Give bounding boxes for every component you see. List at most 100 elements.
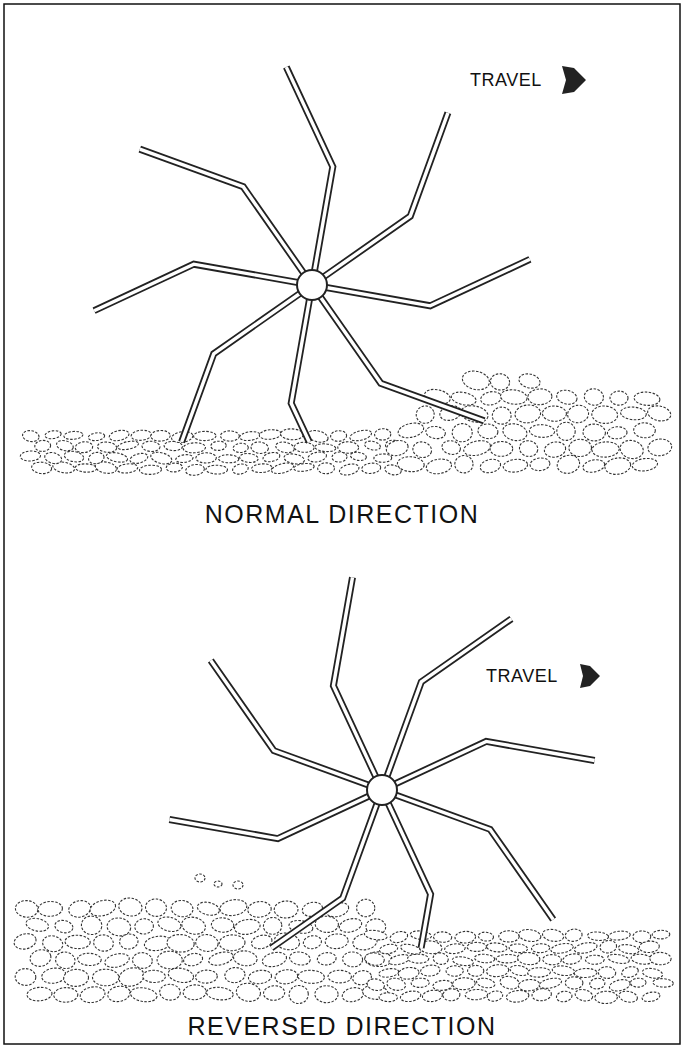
stone xyxy=(214,881,222,887)
stone xyxy=(129,986,157,1003)
stone xyxy=(332,452,348,463)
stone xyxy=(608,978,631,993)
stone xyxy=(318,463,335,474)
tine xyxy=(382,790,553,919)
stone xyxy=(574,988,594,1003)
stone xyxy=(15,900,39,918)
stone xyxy=(63,969,89,987)
stone xyxy=(599,939,617,954)
stone xyxy=(15,968,36,986)
stone xyxy=(27,986,53,1001)
stone xyxy=(389,930,409,945)
stone xyxy=(325,933,349,949)
stone xyxy=(259,429,282,440)
stone xyxy=(92,969,119,986)
stone xyxy=(411,978,429,988)
tine xyxy=(382,790,553,919)
stone xyxy=(474,954,495,964)
tine xyxy=(169,790,382,839)
stone xyxy=(378,967,399,978)
stone xyxy=(341,986,365,1004)
stone xyxy=(233,881,243,889)
stone xyxy=(38,901,63,917)
stone xyxy=(422,989,443,1003)
stone xyxy=(517,952,540,966)
stone xyxy=(248,969,273,985)
stone xyxy=(289,951,312,967)
stone xyxy=(518,439,539,458)
stone xyxy=(543,440,567,459)
stone xyxy=(478,931,494,941)
stone xyxy=(80,915,103,936)
stone xyxy=(275,440,295,454)
stone xyxy=(232,463,250,476)
stone xyxy=(486,964,509,978)
tine xyxy=(382,790,431,948)
stone xyxy=(652,930,670,939)
stone xyxy=(452,955,474,967)
stone xyxy=(531,943,550,953)
stone xyxy=(338,462,360,477)
stone xyxy=(555,388,578,406)
stone xyxy=(64,431,84,440)
stone xyxy=(591,405,618,424)
stone xyxy=(607,953,630,965)
stone xyxy=(224,966,246,983)
stone xyxy=(22,429,40,442)
stone xyxy=(328,970,352,983)
stone xyxy=(462,438,492,457)
stone xyxy=(233,443,249,453)
stone xyxy=(263,985,285,1001)
hub xyxy=(297,270,327,300)
stone xyxy=(220,431,239,441)
tine xyxy=(312,113,448,285)
stone xyxy=(247,901,272,919)
stone xyxy=(207,950,234,968)
stone xyxy=(233,918,261,937)
stone xyxy=(486,942,507,953)
stone xyxy=(251,463,272,473)
stone xyxy=(219,898,248,918)
stone xyxy=(489,372,510,391)
stone xyxy=(618,438,645,461)
stone xyxy=(142,970,165,983)
stone xyxy=(175,454,193,464)
stone xyxy=(411,440,433,459)
stone xyxy=(250,441,269,454)
stone xyxy=(642,967,664,980)
stone xyxy=(528,388,553,405)
stone xyxy=(564,928,583,943)
stone xyxy=(646,404,672,423)
hub xyxy=(367,775,397,805)
stone xyxy=(283,452,305,465)
stone xyxy=(219,934,245,951)
stone xyxy=(633,931,651,943)
stone xyxy=(166,934,194,953)
travel-label: TRAVEL xyxy=(486,666,558,687)
stone xyxy=(364,952,385,967)
stone xyxy=(364,929,388,941)
tine xyxy=(333,577,382,790)
tine xyxy=(382,741,595,790)
stone xyxy=(480,390,503,407)
travel-arrow xyxy=(580,664,600,688)
stone xyxy=(235,982,261,1003)
caption: REVERSED DIRECTION xyxy=(0,1012,684,1041)
stone xyxy=(302,934,322,950)
stone xyxy=(499,975,521,991)
stone xyxy=(54,987,79,1002)
stone xyxy=(195,934,219,953)
stone xyxy=(647,438,672,457)
stone xyxy=(503,458,529,473)
stone xyxy=(206,986,234,1001)
stone xyxy=(356,899,375,918)
stone xyxy=(117,440,139,452)
stone xyxy=(562,952,582,965)
stone xyxy=(87,451,105,465)
stone xyxy=(585,955,604,964)
stone xyxy=(41,934,65,954)
stone xyxy=(106,917,132,938)
stone xyxy=(211,441,227,451)
tine xyxy=(382,741,595,790)
